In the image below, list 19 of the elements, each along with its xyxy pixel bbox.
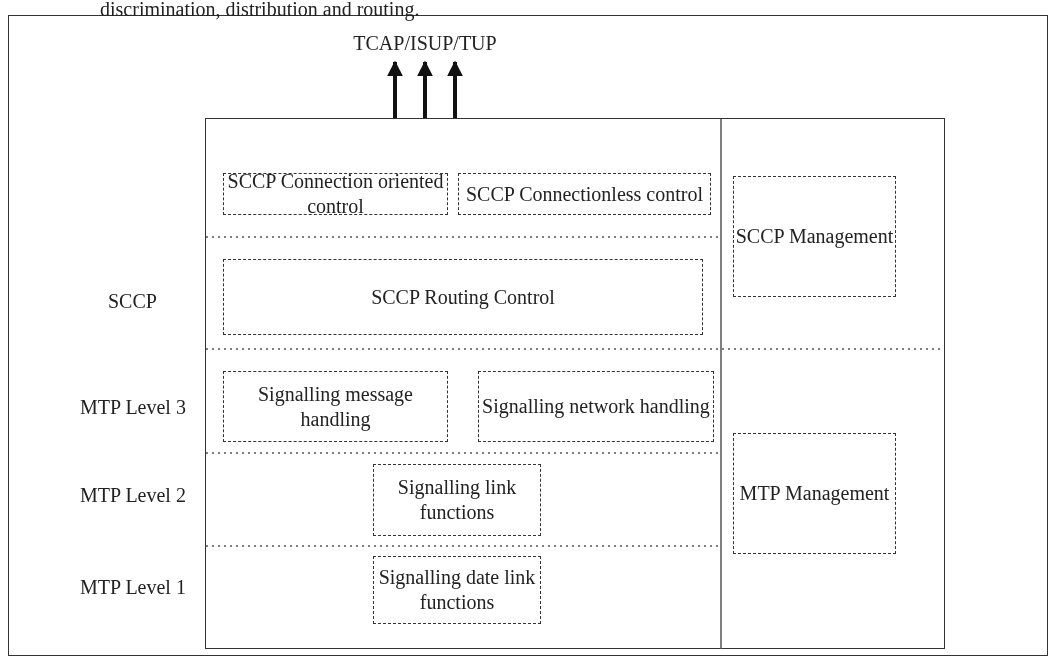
- layer-label: MTP Level 1: [80, 576, 186, 599]
- stack-box: [205, 118, 945, 649]
- function-box: SCCP Connection oriented control: [223, 173, 448, 215]
- function-box: SCCP Management: [733, 176, 896, 297]
- arrow: [447, 60, 463, 118]
- layer-label: SCCP: [108, 290, 157, 313]
- function-box: Signalling message handling: [223, 371, 448, 442]
- protocol-text: TCAP/ISUP/TUP: [330, 26, 520, 60]
- function-box: SCCP Routing Control: [223, 259, 703, 335]
- function-box: SCCP Connectionless control: [458, 173, 711, 215]
- layer-label: MTP Level 2: [80, 484, 186, 507]
- function-box: MTP Management: [733, 433, 896, 554]
- function-box: Signalling link functions: [373, 464, 541, 536]
- function-box: Signalling network handling: [478, 371, 714, 442]
- function-box: Signalling date link functions: [373, 556, 541, 624]
- note-text: discrimination, distribution and routing.: [100, 0, 420, 21]
- arrow: [387, 60, 403, 118]
- layer-label: MTP Level 3: [80, 396, 186, 419]
- arrow: [417, 60, 433, 118]
